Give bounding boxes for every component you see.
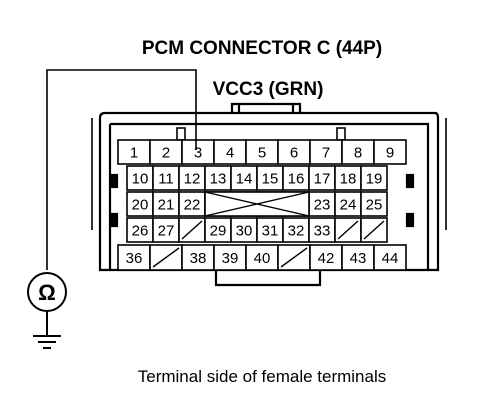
terminal-cavity: 1 xyxy=(117,139,151,165)
terminal-cavity: 10 xyxy=(126,165,154,191)
terminal-number: 5 xyxy=(258,145,266,162)
terminal-number: 13 xyxy=(210,171,227,188)
terminal-number: 39 xyxy=(222,250,239,267)
terminal-cavity: 5 xyxy=(245,139,279,165)
terminal-cavity: 11 xyxy=(152,165,180,191)
connector-housing xyxy=(91,102,447,287)
probe-wire xyxy=(46,69,197,270)
terminal-cavity: 12 xyxy=(178,165,206,191)
terminal-cavity: 36 xyxy=(117,244,151,271)
terminal-cavity: 2 xyxy=(149,139,183,165)
terminal-cavity: 7 xyxy=(309,139,343,165)
terminal-cavity: 22 xyxy=(178,191,206,217)
terminal-cavity: 16 xyxy=(282,165,310,191)
terminal-number: 24 xyxy=(340,197,357,214)
terminal-number: 23 xyxy=(314,197,331,214)
terminal-number: 31 xyxy=(262,223,279,240)
terminal-cavity: 20 xyxy=(126,191,154,217)
terminal-number: 6 xyxy=(290,145,298,162)
terminal-number: 12 xyxy=(184,171,201,188)
terminal-number: 7 xyxy=(322,145,330,162)
terminal-cavity: 6 xyxy=(277,139,311,165)
terminal-number: 4 xyxy=(226,145,234,162)
terminal-cavity: 38 xyxy=(181,244,215,271)
terminal-cavity: 4 xyxy=(213,139,247,165)
terminal-cavity xyxy=(178,217,206,243)
ground-icon xyxy=(33,311,61,349)
terminal-number: 11 xyxy=(158,171,174,188)
terminal-cavity: 27 xyxy=(152,217,180,243)
terminal-number: 43 xyxy=(350,250,367,267)
terminal-number: 32 xyxy=(288,223,305,240)
terminal-cavity: 17 xyxy=(308,165,336,191)
terminal-cavity: 25 xyxy=(360,191,388,217)
wire-label: VCC3 (GRN) xyxy=(213,79,324,100)
terminal-cavity: 9 xyxy=(373,139,407,165)
terminal-number: 21 xyxy=(158,197,175,214)
terminal-number: 8 xyxy=(354,145,362,162)
terminal-cavity: 40 xyxy=(245,244,279,271)
terminal-cavity xyxy=(334,217,362,243)
terminal-number: 19 xyxy=(366,171,383,188)
terminal-cavity: 18 xyxy=(334,165,362,191)
terminal-cavity: 33 xyxy=(308,217,336,243)
terminal-cavity: 13 xyxy=(204,165,232,191)
terminal-number: 26 xyxy=(132,223,149,240)
terminal-cavity: 15 xyxy=(256,165,284,191)
terminal-number: 14 xyxy=(236,171,253,188)
diagram-caption: Terminal side of female terminals xyxy=(138,367,386,386)
terminal-number: 22 xyxy=(184,197,201,214)
terminal-cavity: 32 xyxy=(282,217,310,243)
terminal-number: 1 xyxy=(130,145,138,162)
terminal-cavity: 14 xyxy=(230,165,258,191)
terminal-number: 30 xyxy=(236,223,253,240)
terminal-number: 18 xyxy=(340,171,357,188)
terminal-cavity: 31 xyxy=(256,217,284,243)
terminal-number: 25 xyxy=(366,197,383,214)
terminal-number: 15 xyxy=(262,171,279,188)
terminal-cavity: 23 xyxy=(308,191,336,217)
terminal-cavity xyxy=(149,244,183,271)
terminal-number: 33 xyxy=(314,223,331,240)
terminal-cavity: 43 xyxy=(341,244,375,271)
terminal-cavity xyxy=(360,217,388,243)
terminal-cavity: 44 xyxy=(373,244,407,271)
terminal-number: 40 xyxy=(254,250,271,267)
terminal-number: 38 xyxy=(190,250,207,267)
terminal-cavity: 8 xyxy=(341,139,375,165)
terminal-number: 20 xyxy=(132,197,149,214)
terminal-cavity: 19 xyxy=(360,165,388,191)
terminal-number: 10 xyxy=(132,171,149,188)
terminal-cavity xyxy=(277,244,311,271)
ohm-symbol: Ω xyxy=(38,280,56,305)
terminal-cavity: 24 xyxy=(334,191,362,217)
terminal-cavity: 30 xyxy=(230,217,258,243)
terminal-number: 44 xyxy=(382,250,399,267)
terminal-number: 17 xyxy=(314,171,331,188)
terminal-number: 36 xyxy=(126,250,143,267)
terminal-number: 29 xyxy=(210,223,227,240)
blank-block xyxy=(204,191,310,217)
terminal-number: 3 xyxy=(194,145,202,162)
terminal-number: 9 xyxy=(386,145,394,162)
terminal-cavity: 42 xyxy=(309,244,343,271)
ohmmeter-icon: Ω xyxy=(27,272,67,312)
terminal-cavity: 39 xyxy=(213,244,247,271)
terminal-number: 27 xyxy=(158,223,175,240)
connector-title: PCM CONNECTOR C (44P) xyxy=(142,38,382,59)
terminal-cavity: 29 xyxy=(204,217,232,243)
terminal-cavity: 26 xyxy=(126,217,154,243)
terminal-number: 16 xyxy=(288,171,305,188)
terminal-cavity: 21 xyxy=(152,191,180,217)
terminal-cavity: 3 xyxy=(181,139,215,165)
terminal-number: 2 xyxy=(162,145,170,162)
terminal-number: 42 xyxy=(318,250,335,267)
